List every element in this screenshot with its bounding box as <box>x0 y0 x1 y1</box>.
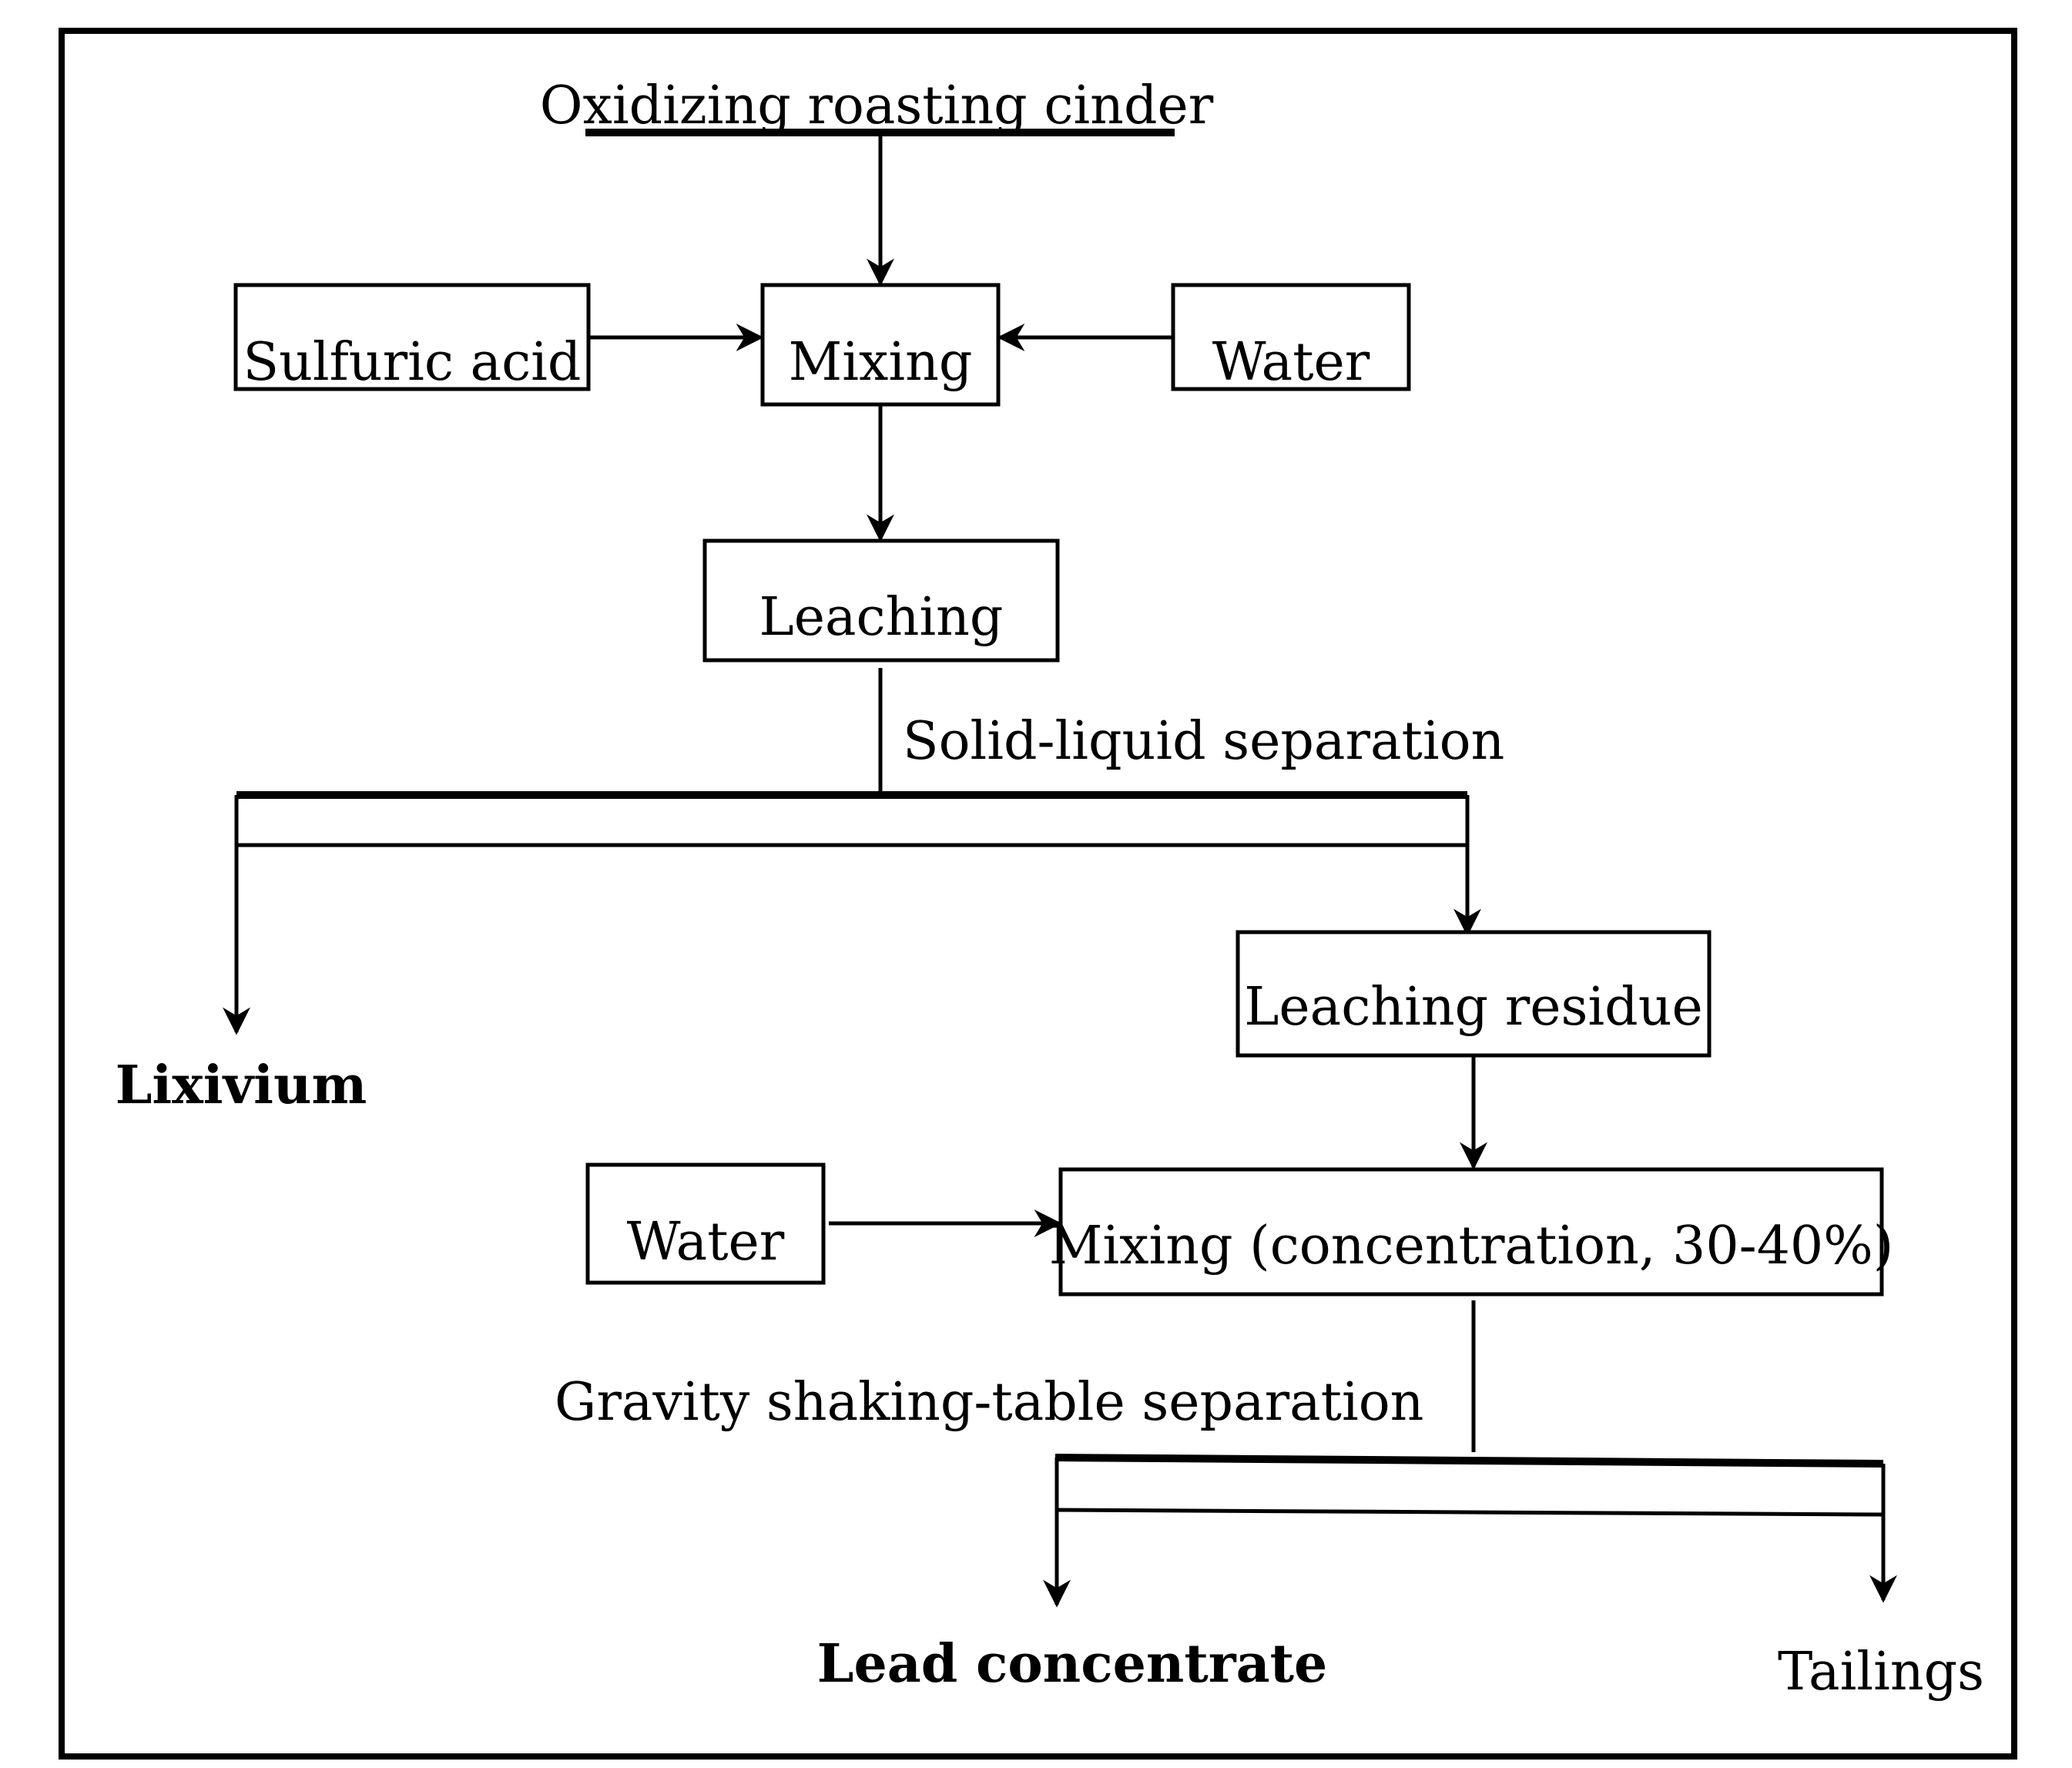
separator-bar-2-bottom <box>1054 1508 1884 1517</box>
leaching-label: Leaching <box>759 587 1004 648</box>
sulfuric-acid-label: Sulfuric acid <box>243 332 582 393</box>
outer-frame <box>59 28 2017 1760</box>
leaching-box <box>702 538 1060 663</box>
mixing-concentration-label: Mixing (concentration, 30-40%) <box>1049 1216 1893 1277</box>
water-box-1 <box>1171 283 1411 391</box>
lead-concentrate-label: Lead concentrate <box>817 1633 1328 1695</box>
feed-label: Oxidizing roasting cinder <box>540 75 1214 136</box>
water-label-2: Water <box>627 1212 785 1273</box>
solid-liquid-label: Solid-liquid separation <box>903 711 1504 772</box>
water-box-2 <box>585 1162 826 1285</box>
tailings-label: Tailings <box>1778 1642 1984 1703</box>
mixing-label: Mixing <box>789 332 973 393</box>
sulfuric-acid-box <box>233 283 591 391</box>
water-label-1: Water <box>1212 332 1370 393</box>
separator-bar-2-top <box>1054 1454 1884 1468</box>
leaching-residue-box <box>1235 930 1712 1058</box>
mixing-concentration-box <box>1058 1167 1884 1297</box>
leaching-residue-label: Leaching residue <box>1244 977 1702 1038</box>
gravity-label: Gravity shaking-table separation <box>555 1372 1423 1433</box>
lixivium-label: Lixivium <box>116 1055 367 1116</box>
